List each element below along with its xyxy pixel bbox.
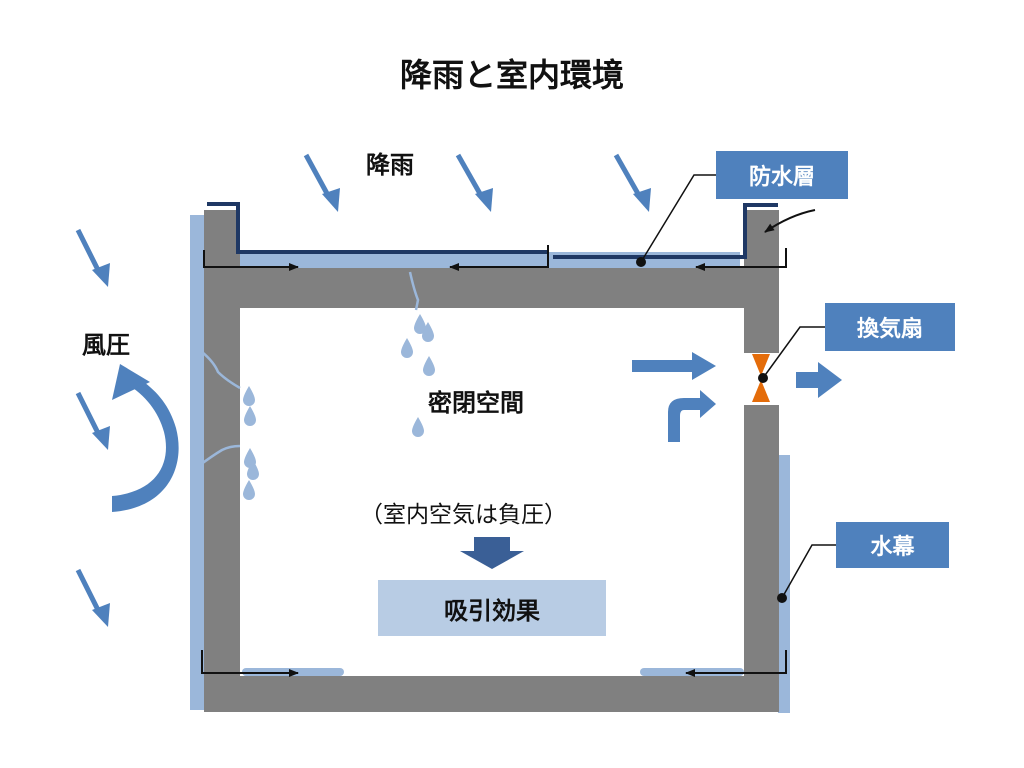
seepage	[199, 271, 420, 467]
rain-arrowheads	[92, 188, 651, 627]
water-drop	[422, 322, 434, 342]
right-wall-lower	[744, 405, 779, 677]
suction-arrow-shaft	[474, 537, 510, 551]
rain-arrowhead	[92, 263, 110, 287]
rain-arrow	[613, 153, 644, 201]
rain-arrow	[75, 568, 103, 616]
suction-arrow-head	[460, 551, 524, 569]
water-drop	[414, 314, 426, 334]
flow-arrow-floor-left	[201, 650, 299, 677]
water-drop	[247, 460, 259, 480]
fan-blade-top	[752, 354, 770, 376]
callout-dots	[636, 257, 787, 603]
callout-leaders	[640, 174, 836, 599]
membrane-left	[207, 202, 548, 254]
roof-slab	[204, 268, 779, 308]
waterproof-membrane	[207, 202, 778, 259]
curtain-leader	[781, 544, 836, 599]
fan-blade-bottom	[752, 380, 770, 402]
exhaust-head	[818, 362, 842, 398]
floor-slab	[204, 676, 779, 712]
right-wall-upper	[744, 305, 779, 353]
building-frame	[204, 210, 779, 712]
ventilation-fan-callout: 換気扇	[825, 303, 955, 351]
water-film-right	[778, 455, 790, 713]
flow-arrows	[201, 209, 816, 677]
sealed-space-label: 密閉空間	[428, 389, 524, 417]
rain-arrowhead	[475, 188, 493, 212]
airflow-in-shaft	[632, 360, 694, 372]
airflow-up	[668, 390, 716, 442]
water-film-left	[190, 215, 204, 710]
flow-arrow-roof-left	[203, 250, 299, 271]
suction-effect-box: 吸引効果	[378, 580, 606, 636]
exhaust-shaft	[796, 372, 818, 388]
water-film-roof	[240, 252, 740, 268]
water-drop	[244, 406, 256, 426]
water-curtain-callout: 水幕	[836, 522, 949, 568]
airflow-in-head	[692, 352, 716, 380]
water-drop	[423, 356, 435, 376]
water-drop	[243, 480, 255, 500]
wind-arrowhead	[112, 364, 150, 400]
rain-arrows	[75, 153, 644, 616]
page-title: 降雨と室内環境	[399, 56, 624, 94]
wind-curve	[112, 372, 179, 512]
rain-label: 降雨	[366, 151, 414, 179]
waterproof-leader	[640, 174, 716, 263]
suction-arrow	[460, 537, 524, 569]
flow-arrow-roof-right	[695, 248, 787, 271]
rain-arrow	[75, 391, 103, 439]
wind-pressure-arrow	[112, 364, 179, 512]
rain-arrowhead	[92, 603, 110, 627]
membrane-right	[553, 203, 778, 259]
wall-crack-line-2	[199, 444, 241, 467]
waterproof-layer-callout: 防水層	[716, 151, 848, 199]
parapet-left	[204, 210, 240, 270]
rain-arrow	[303, 153, 333, 201]
flow-arrow-parapet-drip	[764, 209, 816, 233]
roof-crack-line	[408, 271, 420, 311]
water-drop	[412, 417, 424, 437]
rain-arrow	[75, 228, 103, 276]
wind-pressure-label: 風圧	[82, 331, 130, 359]
parapet-right	[744, 210, 779, 270]
water-drop	[243, 386, 255, 406]
flow-arrow-roof-center	[449, 245, 549, 271]
rain-arrowhead	[633, 188, 651, 212]
wall-crack-line-1	[201, 351, 241, 390]
curtain-dot	[777, 593, 787, 603]
fan-dot	[758, 373, 768, 383]
waterproof-dot	[636, 257, 646, 267]
pressure-note: （室内空気は負圧）	[360, 502, 567, 528]
water-drops	[243, 314, 435, 500]
rain-arrow	[455, 153, 486, 201]
rain-arrowhead	[92, 426, 110, 450]
rain-arrowhead	[322, 188, 340, 212]
fan-leader	[762, 326, 825, 379]
flow-arrow-floor-right	[685, 650, 787, 677]
ventilation	[632, 352, 842, 442]
water-drop	[401, 338, 413, 358]
